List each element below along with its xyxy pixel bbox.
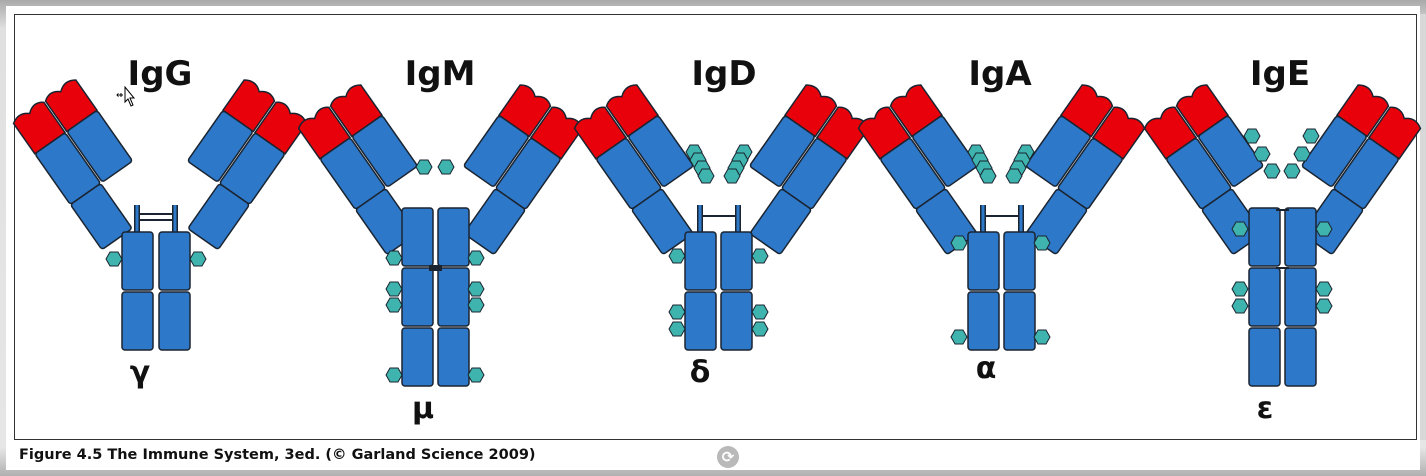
heavy-chain-label: δ (690, 355, 711, 390)
fab-arm-left (857, 84, 978, 255)
antibody-title: IgG (128, 54, 193, 94)
move-cursor-icon (116, 86, 136, 107)
antibody-title: IgA (968, 54, 1032, 94)
antibody-igg: IgG (12, 54, 308, 390)
rotate-icon: ⟳ (721, 448, 735, 466)
antibody-igd: IgD (573, 54, 870, 390)
scrollbar[interactable] (1420, 14, 1426, 440)
heavy-chain-label: μ (412, 391, 434, 426)
fab-arm-right (1025, 84, 1146, 255)
antibody-iga: IgA (857, 54, 1146, 386)
fab-arm-right (463, 84, 584, 255)
antibody-igm: IgM (297, 54, 584, 426)
antibody-title: IgD (691, 54, 756, 94)
fc-region (967, 231, 1036, 351)
hinge-region (697, 205, 741, 232)
fab-arm-right (1301, 84, 1422, 255)
fab-arm-left (12, 79, 133, 250)
carbohydrate-groups (105, 251, 207, 267)
heavy-chain-label: γ (130, 355, 150, 390)
fc-region (121, 231, 191, 351)
fab-arm-right (749, 84, 870, 255)
rotate-button[interactable]: ⟳ (717, 446, 739, 468)
fc-region (401, 207, 470, 387)
heavy-chain-label: ε (1257, 391, 1274, 426)
fc-region (684, 231, 753, 351)
fab-arm-right (187, 79, 308, 250)
hinge-region (134, 205, 178, 232)
fab-arm-left (297, 84, 418, 255)
antibody-title: IgE (1250, 54, 1310, 94)
fab-arm-left (1143, 84, 1264, 255)
hinge-region (980, 205, 1024, 232)
figure-caption: Figure 4.5 The Immune System, 3ed. (© Ga… (19, 447, 536, 463)
heavy-chain-label: α (976, 351, 997, 386)
fab-arm-left (573, 84, 694, 255)
antibody-ige: IgE (1143, 54, 1422, 426)
fc-region (1248, 207, 1317, 387)
antibody-title: IgM (405, 54, 476, 94)
